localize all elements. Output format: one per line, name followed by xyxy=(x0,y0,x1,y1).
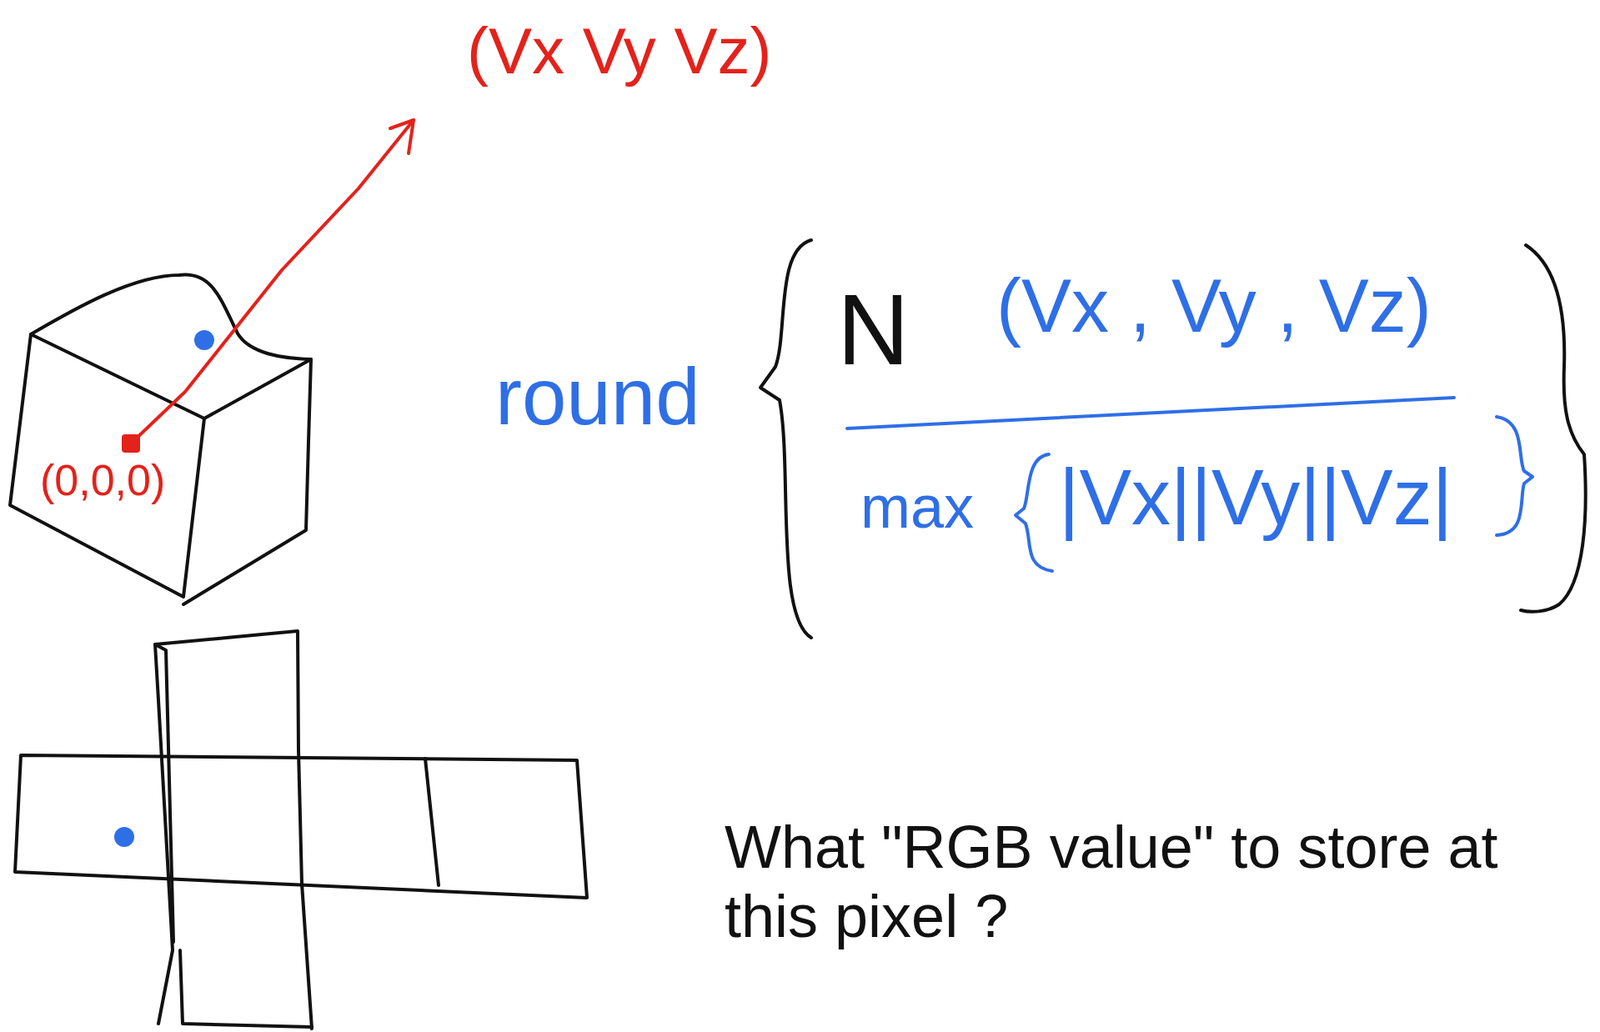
pixel-dot xyxy=(114,827,135,848)
question-text: What "RGB value" to store at this pixel … xyxy=(724,812,1567,952)
arrowhead xyxy=(390,120,414,154)
vector-line xyxy=(130,120,414,444)
pixel-dot xyxy=(194,330,215,351)
function-name: round xyxy=(495,356,701,437)
absolute-values: |Vx||Vy||Vz| xyxy=(1058,458,1453,537)
net-divider xyxy=(425,758,439,886)
right-brace xyxy=(1520,245,1586,612)
net-divider xyxy=(155,644,174,943)
resolution-symbol: N xyxy=(837,279,910,380)
direction-vector xyxy=(130,120,414,444)
small-left-brace xyxy=(1015,454,1053,572)
net-bottom-edge xyxy=(180,950,312,1028)
formula-strokes xyxy=(760,240,1586,638)
vector-components: (Vx , Vy , Vz) xyxy=(996,268,1432,344)
cube-front-face xyxy=(10,334,205,597)
cube-top-face xyxy=(30,275,311,419)
origin-label: (0,0,0) xyxy=(40,458,166,502)
cube-right-face xyxy=(183,359,311,605)
cube xyxy=(10,275,311,605)
net-vertical-strip xyxy=(155,631,312,1029)
vector-label: (Vx Vy Vz) xyxy=(466,18,772,84)
function-name: max xyxy=(860,476,974,537)
fraction-bar xyxy=(847,397,1455,429)
small-right-brace xyxy=(1496,416,1533,536)
left-brace xyxy=(760,240,812,638)
origin-dot xyxy=(121,434,141,453)
cube-net xyxy=(15,631,587,1029)
